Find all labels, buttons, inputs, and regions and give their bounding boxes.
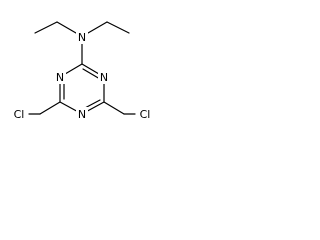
bond-n-ethyl-right-ch2	[87, 21, 108, 34]
bond-c2-n3-inner	[82, 68, 101, 80]
ring-nitrogen-right-label: N	[100, 71, 108, 84]
chlorine-left-label: Cl	[14, 108, 25, 121]
atom-labels: N N N N Cl Cl	[10, 30, 154, 121]
bond-c6-cl	[39, 101, 61, 115]
ring-nitrogen-bottom-label: N	[78, 108, 86, 121]
bond-ethyl-right-ch2-ch3	[106, 21, 130, 34]
bond-n-ethyl-left-ch2	[56, 21, 77, 34]
ring-nitrogen-left-label: N	[56, 71, 64, 84]
chlorine-right-label: Cl	[140, 108, 151, 121]
bond-ethyl-left-ch2-ch3	[34, 21, 58, 34]
dichloro-diethylamino-triazine-structure: N N N N Cl Cl	[10, 21, 154, 121]
bond-c4-cl	[103, 101, 125, 115]
amine-nitrogen-label: N	[78, 31, 86, 44]
